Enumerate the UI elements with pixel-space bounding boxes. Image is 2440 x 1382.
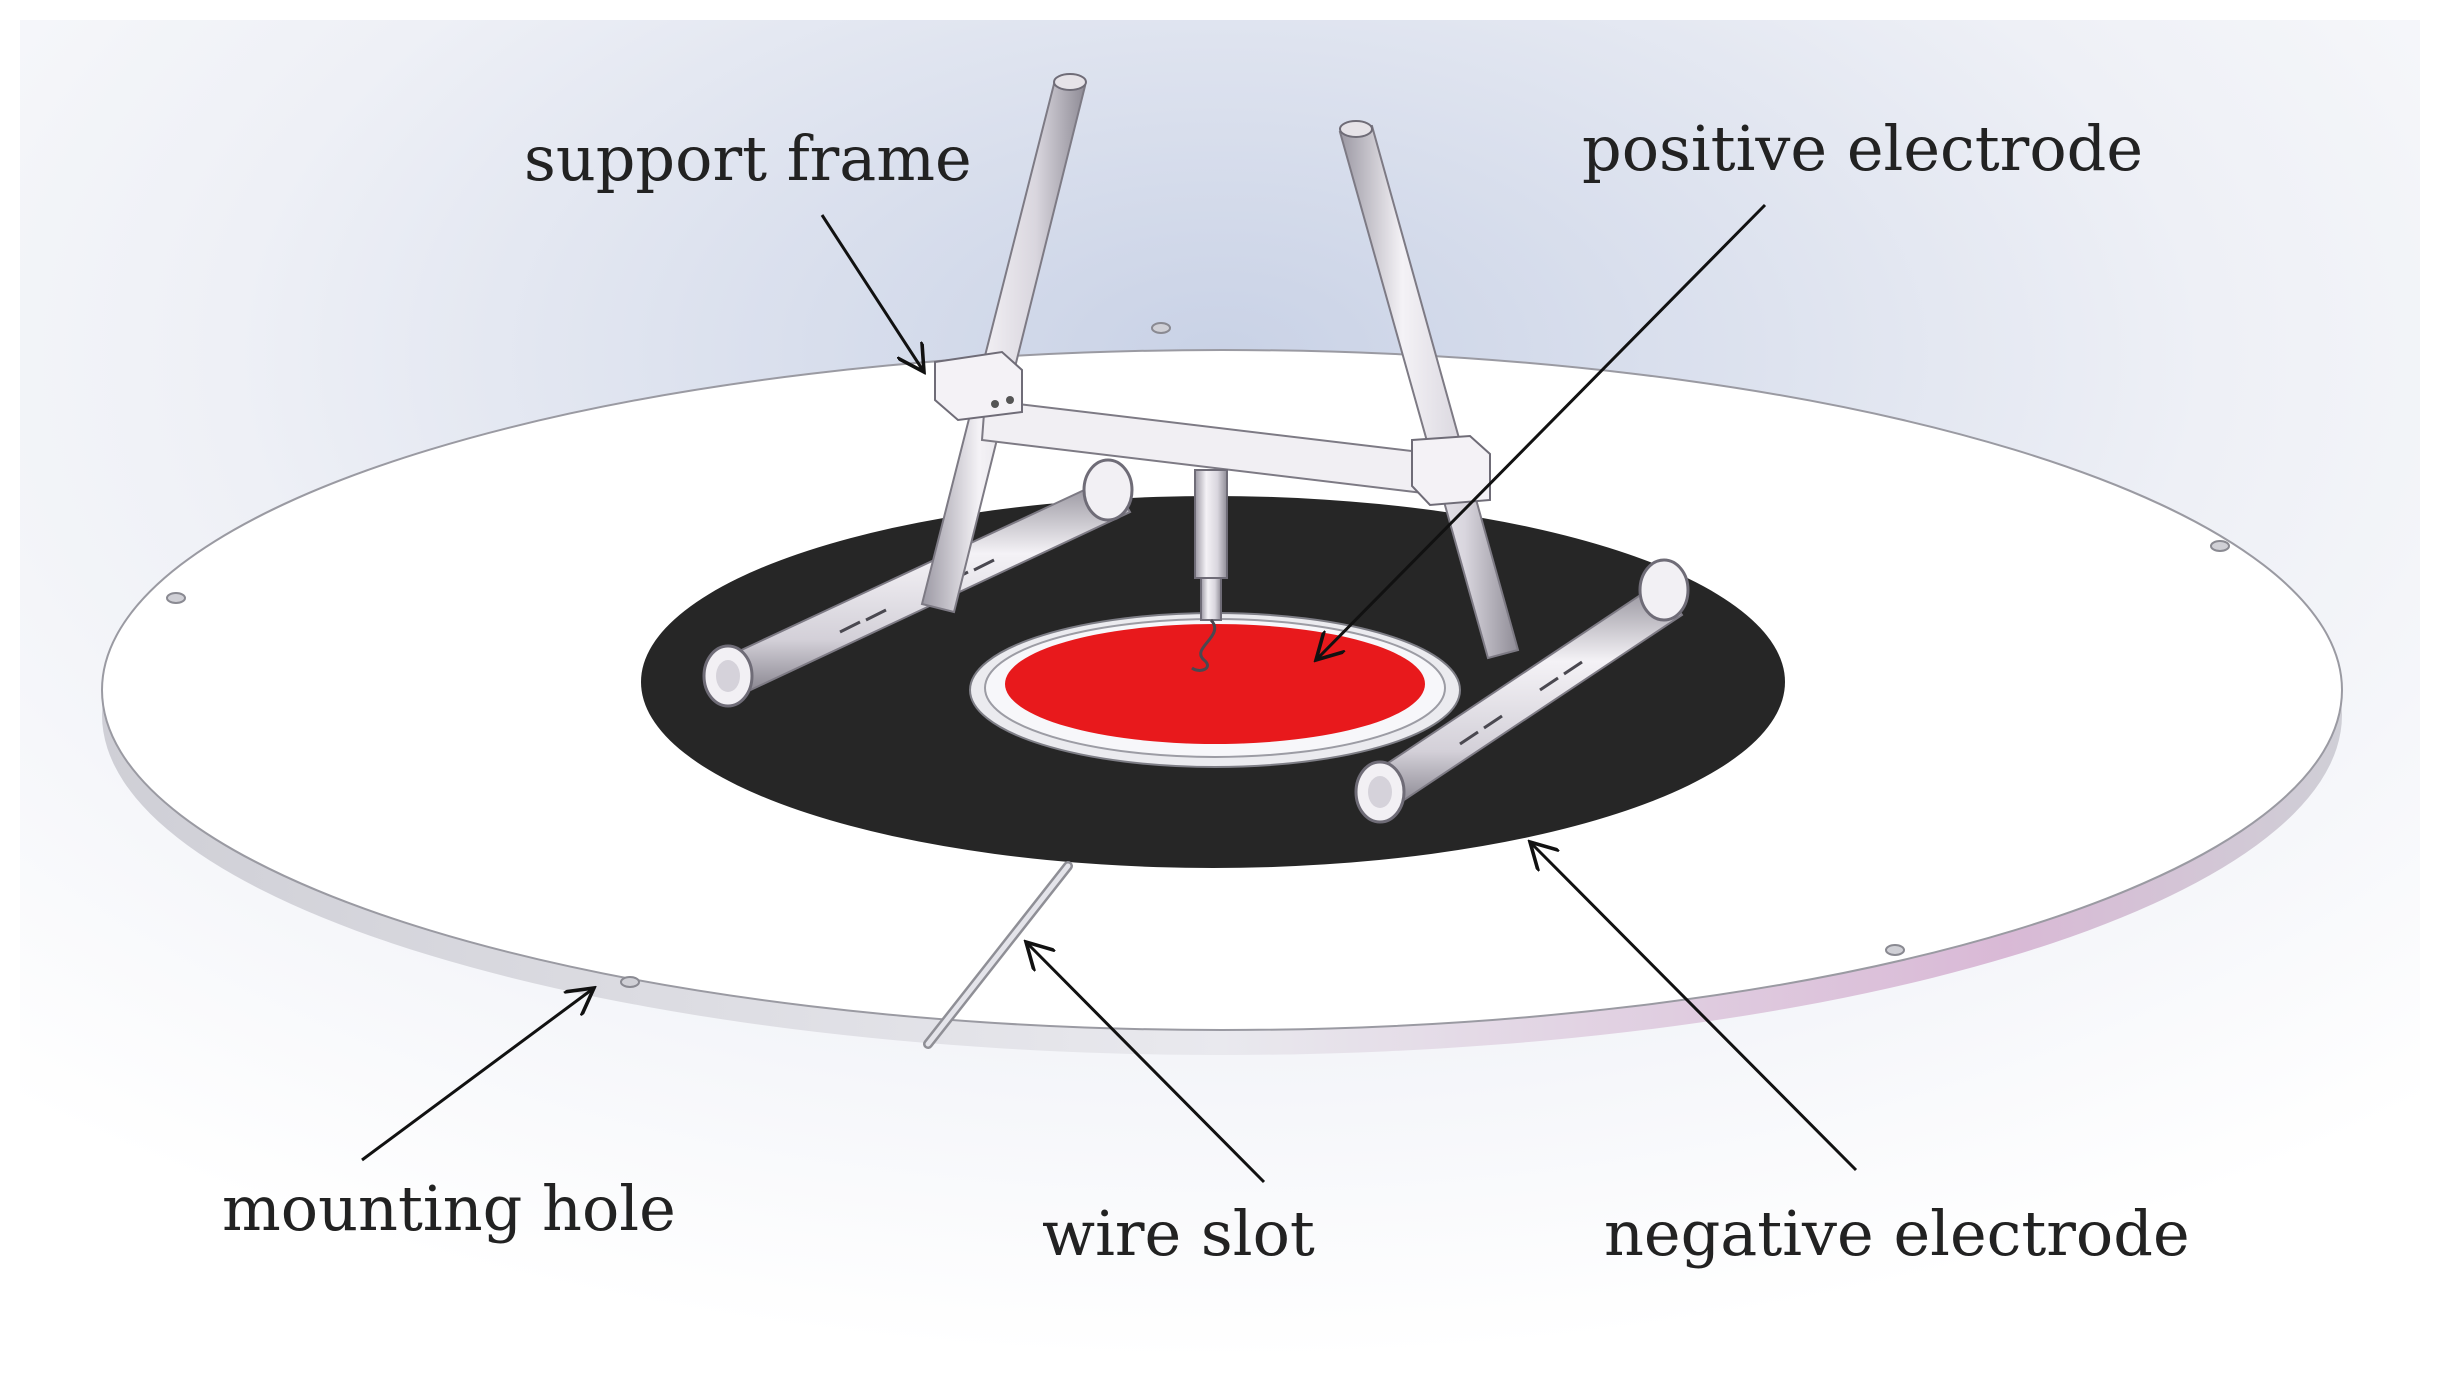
positive-electrode-label: positive electrode xyxy=(1582,112,2144,185)
mounting-holes xyxy=(166,322,2230,988)
left-foot-rod xyxy=(702,458,1134,708)
wire-slot-label: wire slot xyxy=(1042,1197,1315,1270)
wire-slot xyxy=(923,861,1073,1049)
support-frame-arrow xyxy=(820,214,924,372)
positive-electrode xyxy=(969,612,1461,768)
positive-electrode-arrow xyxy=(1316,203,1767,660)
wire-slot-arrow xyxy=(1026,942,1266,1184)
mounting-hole-label: mounting hole xyxy=(222,1172,676,1245)
support-frame xyxy=(920,73,1520,672)
annotation-arrows xyxy=(361,203,1858,1184)
negative-electrode-label: negative electrode xyxy=(1604,1197,2190,1270)
mounting-hole-arrow xyxy=(361,988,594,1162)
negative-electrode-arrow xyxy=(1530,842,1858,1172)
support-frame-label: support frame xyxy=(524,122,972,195)
right-foot-rod xyxy=(1354,558,1690,824)
